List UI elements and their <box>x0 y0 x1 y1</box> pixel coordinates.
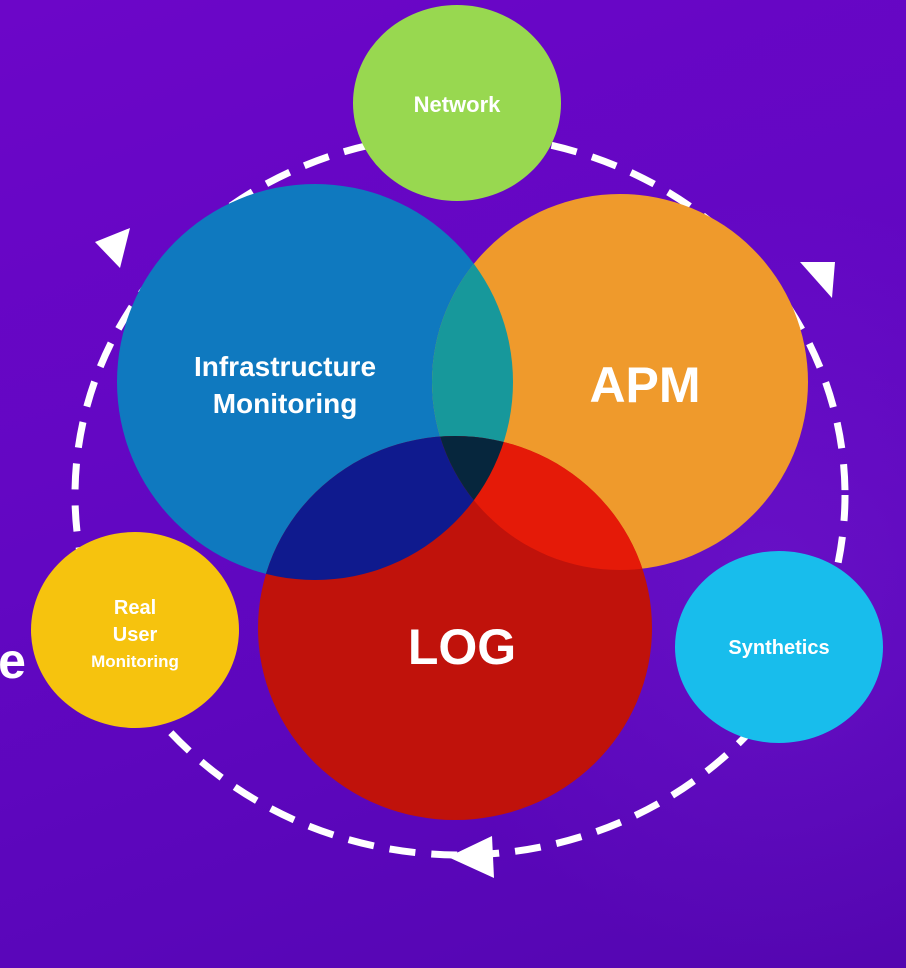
synthetics-label: Synthetics <box>728 637 829 659</box>
rum-label-line3: Monitoring <box>91 652 179 671</box>
arrow-up-left-icon <box>95 228 130 268</box>
network-circle <box>353 5 561 201</box>
arrow-left-bottom-icon <box>448 836 494 878</box>
edge-text-fragment: e <box>0 633 26 689</box>
infrastructure-label-line2: Monitoring <box>213 388 358 419</box>
synthetics-circle <box>675 551 883 743</box>
rum-label-line1: Real <box>114 597 156 619</box>
rum-label-line2: User <box>113 624 158 646</box>
real-user-monitoring-circle <box>31 532 239 728</box>
cycle-ring <box>71 131 849 859</box>
arrow-down-right-icon <box>800 262 835 298</box>
infrastructure-label-line1: Infrastructure <box>194 351 376 382</box>
network-label: Network <box>414 92 502 117</box>
infra-log-overlap <box>258 436 513 580</box>
apm-label: APM <box>589 357 700 413</box>
log-label: LOG <box>408 619 516 675</box>
apm-log-overlap <box>432 436 652 570</box>
